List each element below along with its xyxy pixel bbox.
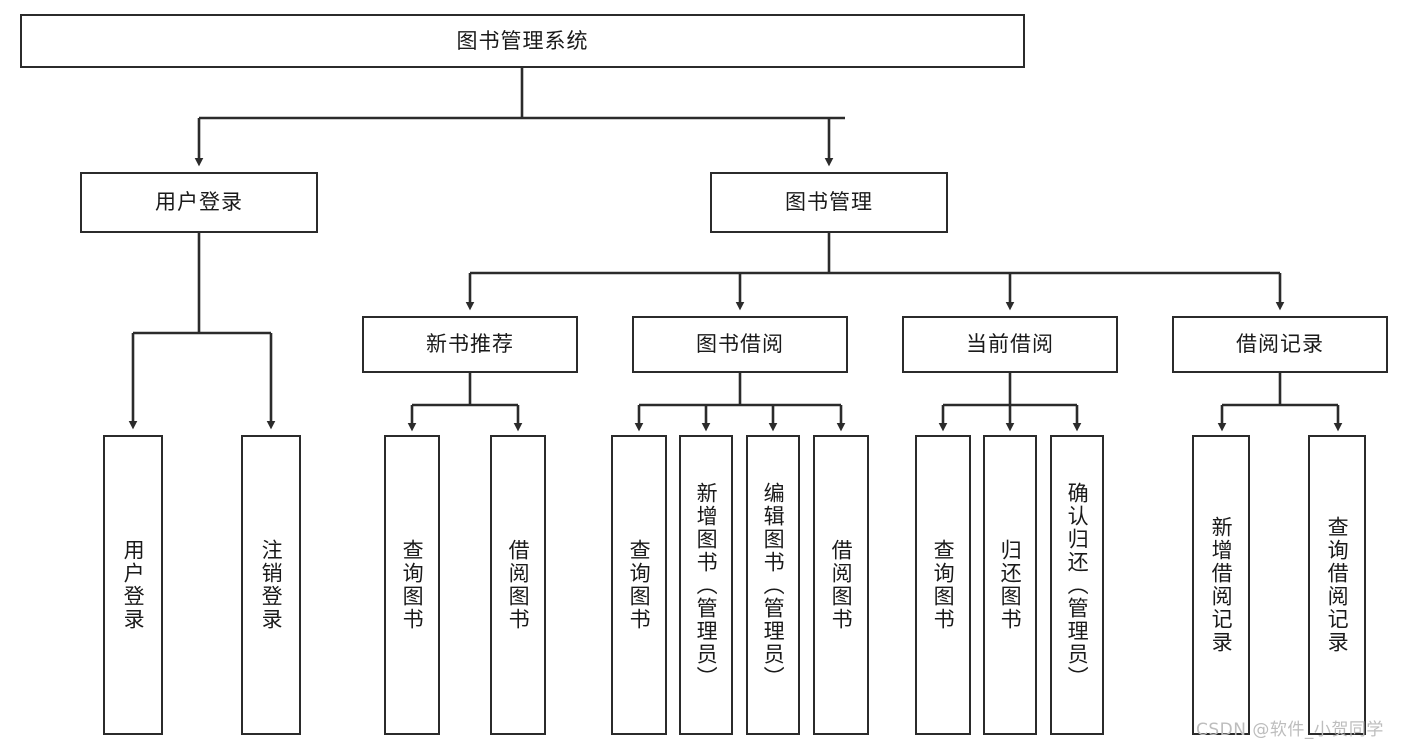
node-label: 归还图书 — [998, 539, 1023, 631]
node-leaf-add-borrow-record[interactable]: 新增借阅记录 — [1192, 435, 1250, 735]
node-label: 图书借阅 — [696, 332, 784, 357]
node-leaf-return-book[interactable]: 归还图书 — [983, 435, 1037, 735]
node-leaf-borrow-book[interactable]: 借阅图书 — [813, 435, 869, 735]
node-leaf-add-book-admin[interactable]: 新增图书（管理员） — [679, 435, 733, 735]
node-leaf-query-book-current[interactable]: 查询图书 — [915, 435, 971, 735]
csdn-watermark: CSDN @软件_小贺同学 — [1196, 720, 1384, 740]
node-book-management[interactable]: 图书管理 — [710, 172, 948, 233]
node-leaf-query-book-new[interactable]: 查询图书 — [384, 435, 440, 735]
node-label: 图书管理系统 — [456, 28, 589, 53]
node-label: 编辑图书（管理员） — [761, 481, 786, 689]
node-new-book-recommendation[interactable]: 新书推荐 — [362, 316, 578, 373]
node-leaf-query-book-borrow[interactable]: 查询图书 — [611, 435, 667, 735]
node-label: 新增图书（管理员） — [694, 481, 719, 689]
node-label: 借阅记录 — [1236, 332, 1324, 357]
node-label: 图书管理 — [785, 190, 873, 215]
node-borrowing-record[interactable]: 借阅记录 — [1172, 316, 1388, 373]
node-label: 借阅图书 — [506, 539, 531, 631]
node-label: 当前借阅 — [966, 332, 1054, 357]
node-label: 查询图书 — [931, 539, 956, 631]
node-book-borrowing[interactable]: 图书借阅 — [632, 316, 848, 373]
node-current-borrowing[interactable]: 当前借阅 — [902, 316, 1118, 373]
node-label: 确认归还（管理员） — [1065, 481, 1090, 689]
node-leaf-confirm-return-admin[interactable]: 确认归还（管理员） — [1050, 435, 1104, 735]
node-leaf-logout[interactable]: 注销登录 — [241, 435, 301, 735]
node-leaf-query-borrow-record[interactable]: 查询借阅记录 — [1308, 435, 1366, 735]
node-leaf-user-login[interactable]: 用户登录 — [103, 435, 163, 735]
node-label: 注销登录 — [259, 539, 284, 631]
node-leaf-borrow-book-new[interactable]: 借阅图书 — [490, 435, 546, 735]
node-label: 新增借阅记录 — [1209, 516, 1234, 654]
node-label: 查询图书 — [627, 539, 652, 631]
node-leaf-edit-book-admin[interactable]: 编辑图书（管理员） — [746, 435, 800, 735]
node-label: 新书推荐 — [426, 332, 514, 357]
node-user-login[interactable]: 用户登录 — [80, 172, 318, 233]
node-label: 查询图书 — [400, 539, 425, 631]
node-root-book-management-system[interactable]: 图书管理系统 — [20, 14, 1025, 68]
node-label: 查询借阅记录 — [1325, 516, 1350, 654]
node-label: 用户登录 — [155, 190, 243, 215]
node-label: 用户登录 — [121, 539, 146, 631]
node-label: 借阅图书 — [829, 539, 854, 631]
